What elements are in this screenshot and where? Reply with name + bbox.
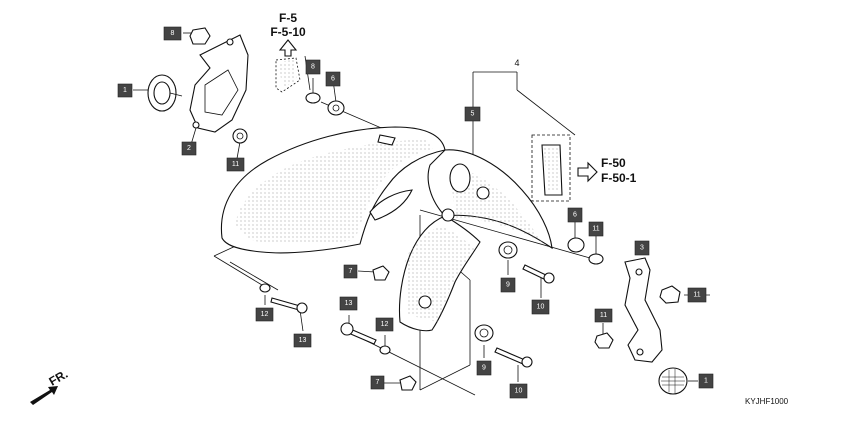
assembly-number: 4	[514, 58, 519, 68]
front-fender	[220, 126, 553, 332]
ref-top-line1: F-5	[279, 11, 297, 25]
front-label: FR.	[47, 367, 71, 389]
callout-7-b: 7	[370, 375, 385, 390]
callout-13-a: 13	[293, 333, 312, 348]
callout-11-c: 11	[687, 287, 707, 303]
callout-10-a: 10	[531, 299, 550, 315]
callout-1-a: 1	[117, 83, 133, 98]
right-grommets	[474, 237, 604, 342]
callout-label: 12	[381, 321, 389, 328]
callout-11-a: 8	[163, 26, 182, 41]
right-reflector	[658, 367, 688, 395]
callout-label: 11	[600, 312, 607, 319]
callout-label: 6	[331, 76, 335, 83]
callout-label: 11	[232, 161, 239, 168]
callout-label: 6	[573, 212, 577, 219]
left-reflector	[147, 74, 183, 112]
ref-right-line2: F-50-1	[601, 171, 637, 185]
ref-top-line2: F-5-10	[270, 25, 306, 39]
callout-10-b: 10	[509, 383, 528, 399]
callout-8-a: 8	[305, 59, 321, 75]
callout-12-b: 12	[375, 317, 394, 332]
callout-7-a: 7	[343, 264, 358, 279]
callout-2: 2	[181, 141, 197, 156]
callout-label: 9	[506, 282, 510, 289]
callout-label: 11	[693, 292, 700, 299]
callout-label: 13	[345, 300, 353, 307]
right-nuts	[594, 285, 681, 349]
callout-6-b: 6	[567, 207, 583, 223]
emblem-panel	[531, 134, 571, 202]
callout-11-d: 11	[594, 308, 613, 323]
callout-label: 12	[261, 311, 269, 318]
callout-label: 1	[704, 378, 708, 385]
callout-9-b: 9	[476, 360, 492, 376]
callout-9-a: 9	[500, 277, 516, 293]
bolts	[259, 264, 555, 391]
callout-label: 7	[376, 379, 380, 386]
callout-label: 8	[171, 30, 175, 37]
ref-right-line1: F-50	[601, 156, 626, 170]
left-bracket	[189, 34, 249, 133]
callout-label: 10	[537, 304, 545, 311]
callout-12-a: 12	[255, 307, 274, 322]
callout-11-b: 11	[226, 157, 245, 172]
callout-label: 10	[515, 388, 523, 395]
callout-1-b: 1	[698, 373, 714, 389]
callout-label: 8	[311, 64, 315, 71]
callout-label: 5	[471, 111, 475, 118]
top-grommets	[305, 92, 345, 116]
callout-3: 3	[634, 240, 650, 256]
callout-label: 7	[349, 268, 353, 275]
callout-label: 2	[187, 145, 191, 152]
callout-label: 1	[123, 87, 127, 94]
callout-label: 9	[482, 365, 486, 372]
callout-label: 13	[299, 337, 307, 344]
left-nuts	[189, 27, 248, 144]
callout-5: 5	[464, 106, 481, 122]
callout-6-a: 6	[325, 71, 341, 87]
callout-label: 11	[592, 226, 599, 233]
callout-8-b: 11	[588, 221, 604, 237]
top-ref-subpart	[275, 39, 301, 93]
callout-label: 3	[640, 245, 644, 252]
diagram-code: KYJHF1000	[745, 397, 789, 406]
arrow-right-icon	[577, 161, 598, 183]
front-arrow-icon	[30, 386, 58, 405]
callout-13-b: 13	[339, 296, 358, 311]
right-bracket	[624, 257, 663, 363]
